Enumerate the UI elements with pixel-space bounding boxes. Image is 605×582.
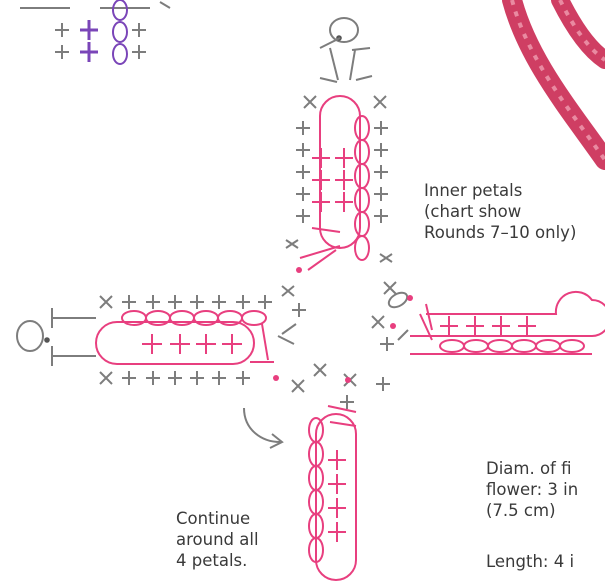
- bottom-petal: [292, 364, 390, 580]
- top-petal: [286, 18, 392, 273]
- diameter-note: Diam. of fi flower: 3 in (7.5 cm): [486, 458, 578, 521]
- right-petal: [372, 282, 605, 354]
- left-petal: [17, 286, 306, 385]
- continue-note: Continue around all 4 petals.: [176, 508, 259, 571]
- top-left-stitch-fragment: [20, 0, 170, 64]
- continue-arrow: [244, 408, 282, 448]
- inner-petals-note: Inner petals (chart show Rounds 7–10 onl…: [424, 180, 576, 243]
- length-note: Length: 4 i: [486, 551, 574, 572]
- yarn-strand: [512, 0, 605, 160]
